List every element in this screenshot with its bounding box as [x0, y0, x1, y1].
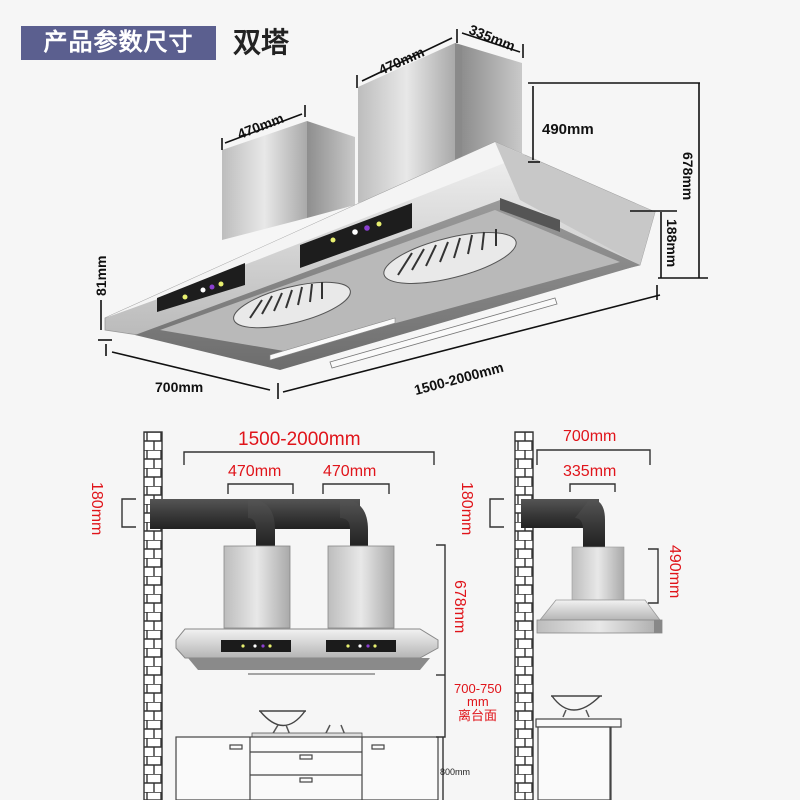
brick-wall-left — [143, 431, 163, 800]
kitchen-cabinet — [175, 736, 439, 800]
left-chimney-front — [222, 121, 307, 240]
side-depth-label: 700mm — [563, 428, 616, 445]
brick-wall-right — [514, 431, 534, 800]
front-right-tower-width-label: 470mm — [323, 463, 376, 480]
front-duct-height-label: 180mm — [88, 482, 105, 535]
front-left-chimney — [223, 545, 291, 629]
front-right-chimney — [327, 545, 395, 629]
top-depth-label: 700mm — [155, 379, 203, 395]
top-total-height-label: 678mm — [680, 152, 696, 200]
right-chimney-front — [358, 43, 455, 203]
right-control-panel — [300, 203, 412, 268]
model-subtitle: 双塔 — [233, 27, 290, 58]
front-dimension-lines — [121, 451, 446, 800]
counter-height-label: 800mm — [440, 767, 470, 777]
side-tower-height-label: 490mm — [666, 545, 683, 598]
right-chimney-side — [462, 45, 522, 170]
left-control-panel — [157, 263, 245, 312]
top-dimension-lines — [98, 29, 708, 399]
clearance-unit-label: mm — [467, 694, 489, 709]
side-wok — [551, 695, 601, 711]
front-installation-diagram — [143, 431, 439, 800]
front-light-bar — [329, 297, 558, 369]
left-chimney-side — [307, 121, 355, 218]
side-duct-height-label: 180mm — [458, 482, 475, 535]
side-hood-body — [539, 599, 661, 621]
front-hood-body — [175, 628, 439, 659]
side-installation-diagram — [514, 431, 663, 800]
top-hood-height-label: 188mm — [664, 219, 680, 267]
front-left-tower-width-label: 470mm — [228, 463, 281, 480]
side-tower-depth-label: 335mm — [563, 463, 616, 480]
top-length-label: 1500-2000mm — [412, 359, 505, 398]
page-title: 产品参数尺寸 — [21, 26, 216, 60]
front-length-label: 1500-2000mm — [238, 429, 361, 450]
clearance-value-label: 700-750 — [454, 681, 502, 696]
front-total-height-label: 678mm — [451, 580, 468, 633]
side-chimney — [571, 546, 625, 601]
side-cabinet — [535, 718, 622, 800]
side-dimension-lines — [489, 449, 659, 604]
top-front-edge-height-label: 81mm — [93, 256, 109, 296]
clearance-note-label: 离台面 — [458, 708, 497, 723]
hood-3d-illustration — [104, 43, 656, 370]
wok — [259, 710, 306, 727]
top-tower-height-label: 490mm — [542, 121, 594, 138]
